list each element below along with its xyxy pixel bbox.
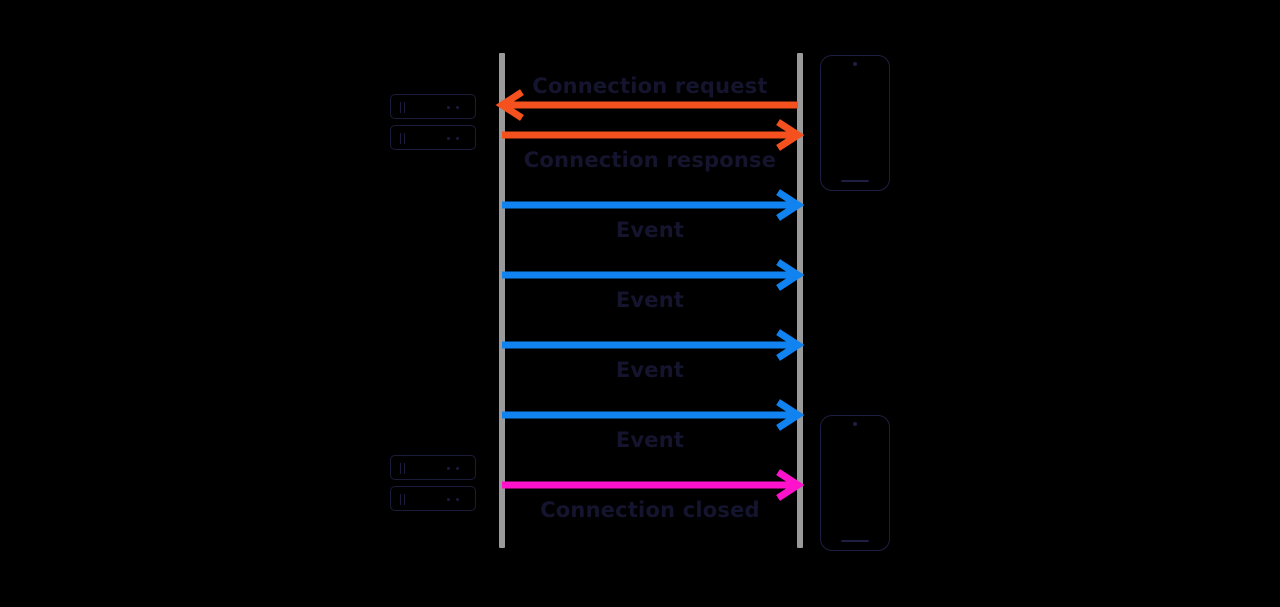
mobile-phone-icon-top [820,55,890,191]
server-led-indicators-icon [447,498,463,501]
phone-home-indicator-icon [841,540,869,542]
message-label: Connection request [532,74,768,98]
server-unit-upper [390,94,476,119]
message-arrow [502,259,805,291]
message-arrow [502,469,805,501]
phone-camera-icon [853,62,857,66]
message-label: Connection response [523,148,777,172]
message-label: Event [615,428,685,452]
lifeline-client [797,53,803,548]
message-label: Event [615,358,685,382]
message-arrow [502,189,805,221]
server-vent-bars-icon [400,494,410,505]
server-rack-icon-bottom [390,455,478,513]
message-arrow [495,89,798,121]
message-label: Event [615,218,685,242]
server-vent-bars-icon [400,102,410,113]
server-rack-icon-top [390,94,478,152]
message-label: Event [615,288,685,312]
server-unit-upper [390,455,476,480]
server-led-indicators-icon [447,467,463,470]
server-unit-lower [390,125,476,150]
server-led-indicators-icon [447,137,463,140]
message-arrow [502,329,805,361]
server-unit-lower [390,486,476,511]
message-label: Connection closed [540,498,760,522]
lifeline-server [499,53,505,548]
message-arrow [502,399,805,431]
mobile-phone-icon-bottom [820,415,890,551]
server-vent-bars-icon [400,133,410,144]
message-arrow [502,119,805,151]
server-vent-bars-icon [400,463,410,474]
phone-home-indicator-icon [841,180,869,182]
phone-camera-icon [853,422,857,426]
server-led-indicators-icon [447,106,463,109]
